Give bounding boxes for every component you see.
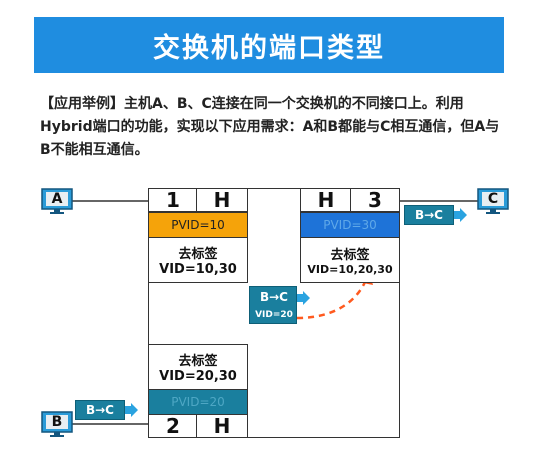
port1-type: H [196,188,248,212]
monitor-icon [41,188,73,214]
flow-bubble-inside: B→C VID=20 [249,286,297,324]
flow-bubble-b: B→C [75,400,125,420]
host-c-label: C [487,191,499,207]
monitor-icon [477,188,509,214]
port3-tag-box: 去标签 VID=10,20,30 [300,237,400,283]
port2-number: 2 [148,414,198,438]
dashed-flow-arrow [296,279,368,320]
description-text: 【应用举例】主机A、B、C连接在同一个交换机的不同接口上。利用Hybrid端口的… [40,96,500,158]
host-a-label: A [51,191,63,207]
port2-pvid: PVID=20 [148,389,248,415]
page-title: 交换机的端口类型 [153,32,385,64]
port2-untag-label: 去标签 [178,354,218,369]
port2-type: H [196,414,248,438]
host-c: C [477,188,509,214]
port2-tag-box: 去标签 VID=20,30 [148,344,248,390]
arrow-right-icon [297,291,310,305]
port3-number: 3 [350,188,400,212]
host-b-label: B [51,414,63,430]
port1-tag-box: 去标签 VID=10,30 [148,237,248,283]
host-a: A [41,188,73,214]
arrow-right-icon [125,403,138,417]
arrow-right-icon [454,208,467,222]
port1-vid-list: VID=10,30 [159,262,237,277]
port1-untag-label: 去标签 [178,247,218,262]
flow-bubble-c: B→C [404,205,454,225]
host-b: B [41,411,73,437]
port1-pvid: PVID=10 [148,212,248,238]
switch-box [148,188,400,438]
port3-pvid: PVID=30 [300,212,400,238]
port3-untag-label: 去标签 [330,248,370,263]
port3-vid-list: VID=10,20,30 [307,263,393,276]
port1-number: 1 [148,188,198,212]
port2-vid-list: VID=20,30 [159,369,237,384]
port3-type: H [300,188,352,212]
title-banner: 交换机的端口类型 [34,17,504,73]
flow-inside-label: B→C [259,290,288,304]
monitor-icon [41,411,73,437]
flow-inside-vid: VID=20 [255,310,293,320]
